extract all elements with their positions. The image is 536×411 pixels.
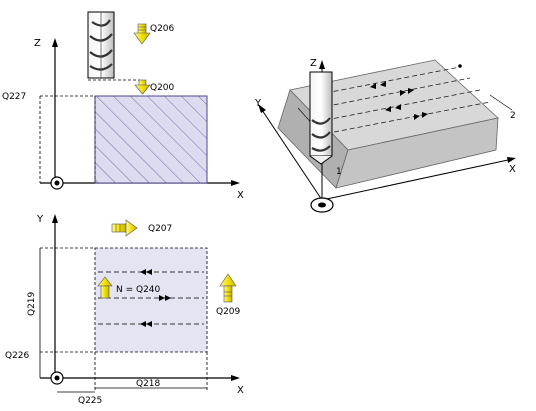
iso-x-label: X [509, 164, 516, 175]
workpiece-section [94, 95, 208, 184]
feed-arrow-q207-icon [111, 219, 138, 237]
label-q200: Q200 [150, 83, 175, 93]
milling-tool-icon [87, 11, 115, 79]
label-q209: Q209 [216, 307, 241, 317]
iso-corner-2: 2 [510, 111, 516, 121]
x-axis-label: X [237, 190, 244, 201]
feed-arrow-q206-icon [133, 23, 151, 45]
label-q226: Q226 [5, 351, 30, 361]
label-q227: Q227 [2, 92, 26, 102]
z-axis-label: Z [34, 38, 41, 49]
label-q206: Q206 [150, 24, 175, 34]
iso-width-dim [489, 94, 513, 111]
side-view: Z X Q227 Q206 [2, 11, 244, 201]
iso-z-arrow [319, 60, 325, 69]
label-n-q240: N = Q240 [116, 285, 161, 295]
y-axis-label: Y [36, 214, 44, 225]
path-direction-arrows [140, 269, 171, 327]
iso-tool-paths [309, 66, 491, 133]
iso-x-axis [321, 159, 509, 201]
z-axis-arrow [52, 38, 58, 47]
start-point [458, 64, 462, 68]
plan-view: Y X [5, 214, 244, 406]
label-q218: Q218 [136, 379, 161, 389]
iso-origin-icon [310, 197, 334, 213]
iso-milling-tool-icon [309, 71, 333, 165]
iso-y-axis [261, 109, 323, 201]
isometric-view: Z Y X 1 2 [254, 58, 516, 213]
iso-y-label: Y [254, 98, 262, 109]
x-axis-arrow-plan [231, 375, 240, 381]
iso-corner-1: 1 [336, 167, 342, 177]
label-q219: Q219 [27, 291, 37, 316]
feed-arrow-q209-icon [219, 273, 237, 303]
machining-area [94, 247, 208, 353]
pass-arrow-icon [97, 276, 113, 299]
iso-direction-arrows [370, 81, 428, 120]
iso-y-arrow [258, 104, 266, 113]
label-q225: Q225 [78, 396, 102, 406]
iso-x-arrow [507, 157, 516, 163]
x-axis-arrow [231, 180, 240, 186]
origin-symbol-plan-icon [50, 371, 64, 385]
origin-symbol-icon [50, 176, 64, 190]
block-front-face [335, 117, 499, 189]
y-axis-arrow [52, 214, 58, 223]
feed-arrow-q200-icon [134, 79, 151, 95]
iso-z-label: Z [310, 58, 317, 69]
x-axis-label-plan: X [237, 385, 244, 396]
label-q207: Q207 [148, 224, 172, 234]
